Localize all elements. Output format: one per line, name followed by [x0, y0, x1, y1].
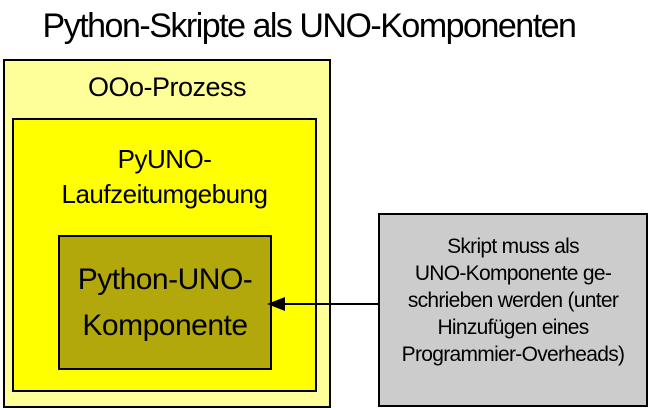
pyuno-runtime-label-line2: Laufzeitumgebung	[61, 179, 268, 209]
note-to-component-arrow	[267, 297, 380, 311]
note-line-2: UNO-Komponente ge-	[414, 262, 612, 285]
note-line-5: Programmier-Overheads)	[401, 343, 625, 366]
note-line-1: Skript muss als	[447, 235, 580, 258]
python-uno-component-box: Python-UNO- Komponente	[58, 235, 272, 370]
annotation-note-box: Skript muss als UNO-Komponente ge- schri…	[378, 213, 648, 407]
note-line-3: schrieben werden (unter	[407, 289, 619, 312]
pyuno-runtime-label: PyUNO- Laufzeitumgebung	[14, 120, 315, 212]
diagram-title: Python-Skripte als UNO-Komponenten	[42, 7, 577, 45]
ooo-process-label: OOo-Prozess	[87, 72, 247, 102]
arrowhead-left-icon	[267, 297, 285, 311]
note-line-4: Hinzufügen eines	[437, 316, 589, 339]
python-uno-component-label-line2: Komponente	[82, 308, 248, 342]
pyuno-runtime-label-line1: PyUNO-	[117, 144, 212, 174]
python-uno-component-label-line1: Python-UNO-	[77, 262, 253, 296]
